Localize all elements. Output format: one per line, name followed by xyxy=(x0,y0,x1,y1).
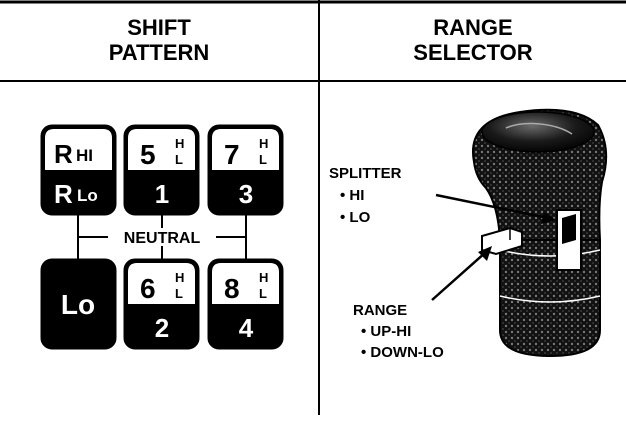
range-option-up-hi: • UP-HI xyxy=(361,323,411,340)
gate-label-6-l: L xyxy=(175,286,183,301)
gate-label-6-h: H xyxy=(175,270,184,285)
gear-gate-8-4: 8 H L 4 xyxy=(207,258,284,350)
splitter-label: SPLITTER xyxy=(329,165,402,182)
range-arrowhead xyxy=(478,246,492,261)
splitter-arrow xyxy=(435,193,549,220)
gate-label-7-l: L xyxy=(259,152,267,167)
shift-pattern-header: SHIFT PATTERN xyxy=(0,0,318,80)
splitter-arrowhead xyxy=(541,212,556,224)
gate-label-r-top: R xyxy=(54,139,73,169)
gate-label-8-l: L xyxy=(259,286,267,301)
range-selector-header: RANGE SELECTOR xyxy=(320,0,626,80)
range-label: RANGE xyxy=(353,302,407,319)
gear-gate-5-1: 5 H L 1 xyxy=(123,124,200,216)
gate-label-4: 4 xyxy=(239,313,254,343)
shift-pattern-title-line1: SHIFT xyxy=(127,15,191,40)
gate-label-7-h: H xyxy=(259,136,268,151)
gate-label-1: 1 xyxy=(155,179,169,209)
gate-label-2: 2 xyxy=(155,313,169,343)
range-selector-title-line1: RANGE xyxy=(433,15,513,40)
gate-label-lo: Lo xyxy=(61,289,95,320)
gate-label-6: 6 xyxy=(140,273,156,304)
gate-label-8: 8 xyxy=(224,273,240,304)
shift-knob-illustration xyxy=(472,108,608,358)
gate-label-r-hi: HI xyxy=(76,146,93,165)
gate-label-8-h: H xyxy=(259,270,268,285)
range-arrow xyxy=(431,251,487,301)
gate-label-5-l: L xyxy=(175,152,183,167)
gear-gate-lo: Lo xyxy=(40,258,117,350)
gate-label-5-h: H xyxy=(175,136,184,151)
splitter-option-hi: • HI xyxy=(340,187,364,204)
gate-label-7: 7 xyxy=(224,139,240,170)
gate-label-3: 3 xyxy=(239,179,253,209)
neutral-label: NEUTRAL xyxy=(124,230,201,247)
gate-label-5: 5 xyxy=(140,139,156,170)
gate-label-r-lo: Lo xyxy=(77,186,98,205)
neutral-label-bg xyxy=(108,228,216,246)
gear-gate-6-2: 6 H L 2 xyxy=(123,258,200,350)
range-option-down-lo: • DOWN-LO xyxy=(361,344,444,361)
range-selector-title-line2: SELECTOR xyxy=(413,40,533,65)
gear-gate-7-3: 7 H L 3 xyxy=(207,124,284,216)
splitter-option-lo: • LO xyxy=(340,209,371,226)
gate-label-r-bottom: R xyxy=(54,179,73,209)
shift-pattern-diagram: NEUTRAL R HI R Lo 5 H L 1 7 H L 3 xyxy=(40,124,284,350)
gear-gate-reverse: R HI R Lo xyxy=(40,124,117,216)
range-selector-diagram: SPLITTER • HI • LO RANGE • UP-HI • DOWN-… xyxy=(329,108,608,361)
shift-pattern-title-line2: PATTERN xyxy=(108,40,210,65)
